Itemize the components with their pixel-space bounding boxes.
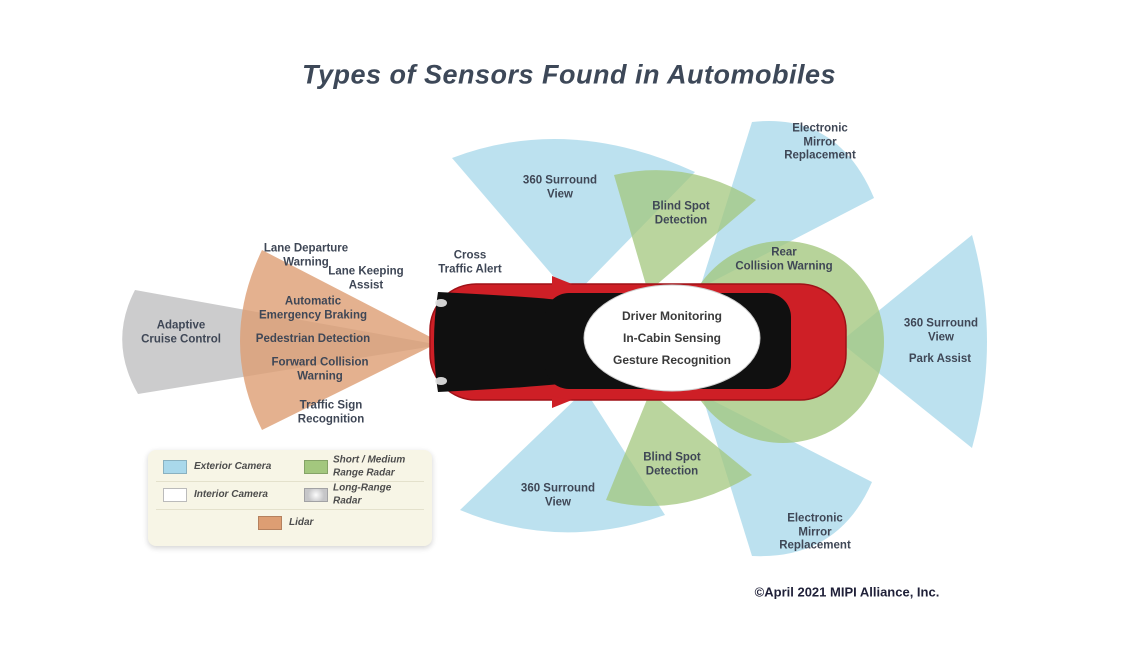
label-lane-departure-warning: Lane Departure Warning bbox=[263, 242, 349, 268]
copyright-notice: ©April 2021 MIPI Alliance, Inc. bbox=[754, 584, 940, 600]
label-mirror-replacement-bottom: Electronic Mirror Replacement bbox=[779, 512, 851, 552]
legend: Exterior Camera Short / Medium Range Rad… bbox=[148, 450, 432, 546]
legend-swatch-lidar bbox=[258, 516, 282, 530]
radar-texture bbox=[305, 489, 327, 501]
label-adaptive-cruise-control: Adaptive Cruise Control bbox=[141, 319, 221, 345]
label-blind-spot-bottom: Blind Spot Detection bbox=[643, 451, 701, 477]
label-driver-monitoring: Driver Monitoring bbox=[621, 309, 723, 323]
legend-swatch-exterior-camera bbox=[163, 460, 187, 474]
car bbox=[429, 276, 847, 408]
label-traffic-sign-recognition: Traffic Sign Recognition bbox=[297, 399, 365, 425]
label-in-cabin-sensing: In-Cabin Sensing bbox=[622, 331, 722, 345]
label-surround-view-bottom: 360 Surround View bbox=[520, 482, 596, 508]
legend-label-short-medium-radar: Short / Medium Range Radar bbox=[333, 454, 406, 479]
fan-blind-spot-top bbox=[614, 170, 756, 292]
label-surround-view-right: 360 Surround View bbox=[903, 317, 979, 343]
legend-label-long-range-radar: Long-Range Radar bbox=[333, 482, 392, 507]
label-mirror-replacement-top: Electronic Mirror Replacement bbox=[784, 122, 856, 162]
fan-blind-spot-bottom bbox=[606, 392, 752, 507]
car-mirror-bottom bbox=[552, 396, 572, 408]
in-cabin-labels: Driver Monitoring In-Cabin Sensing Gestu… bbox=[613, 309, 731, 367]
car-headlight-bottom bbox=[435, 377, 447, 385]
legend-label-lidar: Lidar bbox=[289, 516, 314, 528]
label-forward-collision-warning: Forward Collision Warning bbox=[271, 356, 369, 382]
fan-surround-view-right bbox=[840, 235, 987, 448]
legend-swatch-interior-camera bbox=[163, 488, 187, 502]
label-pedestrian-detection: Pedestrian Detection bbox=[255, 333, 371, 346]
legend-label-exterior-camera: Exterior Camera bbox=[194, 460, 272, 472]
fan-lidar bbox=[240, 250, 440, 430]
label-automatic-emergency-braking: Automatic Emergency Braking bbox=[258, 295, 368, 321]
fan-mirror-replacement-top bbox=[700, 120, 874, 288]
car-headlight-top bbox=[435, 299, 447, 307]
legend-swatch-short-medium-radar bbox=[304, 460, 328, 474]
label-gesture-recognition: Gesture Recognition bbox=[612, 353, 732, 367]
car-mirror-top bbox=[552, 276, 572, 288]
legend-swatch-long-range-radar bbox=[304, 488, 328, 502]
label-surround-view-top: 360 Surround View bbox=[522, 174, 598, 200]
legend-label-interior-camera: Interior Camera bbox=[194, 488, 268, 500]
label-park-assist: Park Assist bbox=[908, 353, 972, 366]
in-cabin-ellipse bbox=[583, 284, 761, 392]
label-cross-traffic-alert: Cross Traffic Alert bbox=[438, 249, 502, 275]
label-blind-spot-top: Blind Spot Detection bbox=[652, 200, 710, 226]
label-lane-keeping-assist: Lane Keeping Assist bbox=[328, 265, 404, 291]
label-rear-collision-warning: Rear Collision Warning bbox=[735, 246, 833, 272]
legend-divider-1 bbox=[156, 481, 424, 482]
legend-divider-2 bbox=[156, 509, 424, 510]
page-title: Types of Sensors Found in Automobiles bbox=[301, 59, 837, 90]
